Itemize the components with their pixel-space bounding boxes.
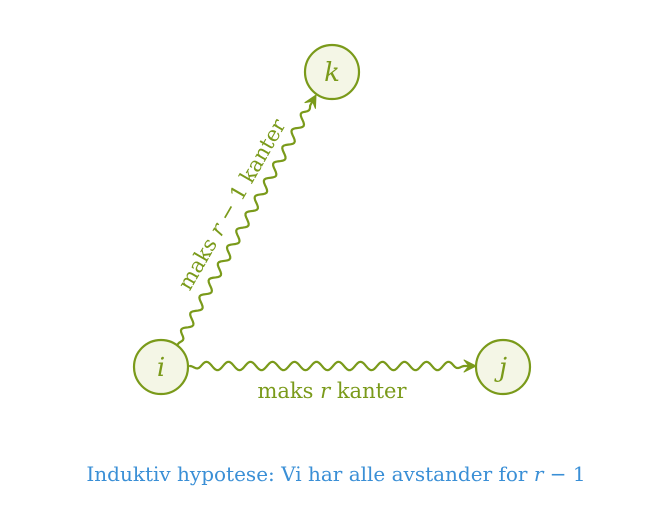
edge-i-to-k-label: maks r − 1 kanter <box>173 114 291 294</box>
edge-i-to-j-wavy-line <box>188 360 474 372</box>
edge-i-to-k-label-suffix: − 1 kanter <box>210 114 292 231</box>
figure-caption: Induktiv hypotese: Vi har alle avstander… <box>0 460 672 488</box>
node-k-circle <box>303 43 361 101</box>
node-j: j <box>474 338 532 396</box>
node-k-label: k <box>324 58 340 88</box>
edge-i-to-j-label-suffix: kanter <box>330 379 407 403</box>
node-j-circle <box>474 338 532 396</box>
node-i-circle <box>132 338 190 396</box>
edge-i-to-j-label: maks r kanter <box>257 379 407 403</box>
edge-i-to-k-arrowhead <box>304 94 317 109</box>
node-k: k <box>303 43 361 101</box>
node-i: i <box>132 338 190 396</box>
edge-i-to-k-wavy-line <box>176 97 316 346</box>
edge-i-to-j-label-var: r <box>320 379 332 403</box>
edge-i-to-j-arrowhead <box>463 359 477 373</box>
caption-suffix: − 1 <box>543 462 586 486</box>
caption-var: r <box>533 462 544 486</box>
edge-i-to-j-label-prefix: maks <box>257 379 320 403</box>
node-i-label: i <box>157 353 165 383</box>
caption-prefix: Induktiv hypotese: Vi har alle avstander… <box>86 462 534 486</box>
edge-i-to-k-label-prefix: maks <box>173 228 225 294</box>
